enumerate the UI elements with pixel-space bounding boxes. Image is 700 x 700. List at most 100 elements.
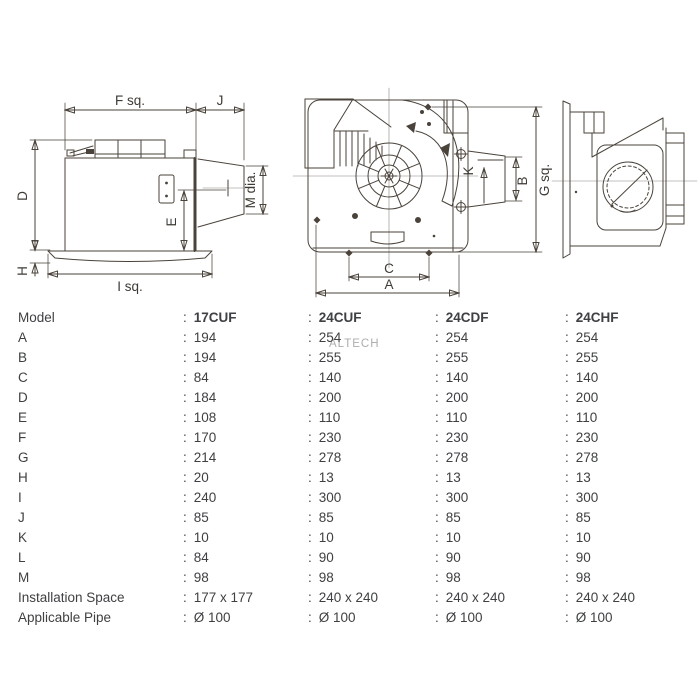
- spec-value: 177 x 177: [193, 590, 254, 605]
- spec-cell: :170: [183, 428, 308, 448]
- spec-cell: :278: [565, 448, 700, 468]
- spec-value: 240 x 240: [575, 590, 636, 605]
- colon: :: [565, 590, 569, 605]
- colon: :: [435, 330, 439, 345]
- colon: :: [565, 350, 569, 365]
- spec-cell: :254: [565, 328, 700, 348]
- colon: :: [565, 490, 569, 505]
- spec-value: 200: [575, 390, 599, 405]
- spec-value: Ø 100: [445, 610, 483, 625]
- spec-value: Ø 100: [318, 610, 356, 625]
- colon: :: [435, 550, 439, 565]
- colon: :: [183, 570, 187, 585]
- colon: :: [308, 310, 312, 325]
- spec-row-l: L :84 :90 :90 :90: [0, 548, 700, 568]
- spec-cell: :98: [308, 568, 435, 588]
- colon: :: [183, 330, 187, 345]
- bottom-view-diagram: K B G sq. C A: [292, 87, 552, 298]
- spec-cell: :13: [565, 468, 700, 488]
- colon: :: [308, 510, 312, 525]
- colon: :: [565, 450, 569, 465]
- spec-value: 10: [318, 530, 334, 545]
- spec-row-label: A: [18, 330, 28, 345]
- spec-row-a: A :194 :254 :254 :254: [0, 328, 700, 348]
- colon: :: [565, 470, 569, 485]
- spec-value: 98: [445, 570, 461, 585]
- spec-value: 24CUF: [318, 310, 362, 325]
- spec-cell: :110: [435, 408, 565, 428]
- colon: :: [565, 390, 569, 405]
- spec-value: 200: [445, 390, 469, 405]
- spec-value: 98: [318, 570, 334, 585]
- spec-value: 90: [445, 550, 461, 565]
- dim-label-b: B: [515, 176, 530, 185]
- spec-value: 300: [445, 490, 469, 505]
- spec-value: 85: [193, 510, 209, 525]
- spec-value: 24CDF: [445, 310, 489, 325]
- spec-value: 84: [193, 370, 209, 385]
- spec-row-label: Model: [18, 310, 55, 325]
- colon: :: [565, 410, 569, 425]
- colon: :: [435, 510, 439, 525]
- spec-cell: :20: [183, 468, 308, 488]
- spec-row-label: B: [18, 350, 28, 365]
- spec-value: 255: [318, 350, 342, 365]
- colon: :: [308, 550, 312, 565]
- spec-cell: :194: [183, 328, 308, 348]
- spec-cell: :278: [435, 448, 565, 468]
- spec-cell: : Ø 100: [435, 608, 565, 628]
- colon: :: [435, 610, 439, 625]
- colon: :: [435, 310, 439, 325]
- colon: :: [565, 330, 569, 345]
- spec-value: 13: [575, 470, 591, 485]
- colon: :: [565, 310, 569, 325]
- spec-cell: :278: [308, 448, 435, 468]
- spec-cell: :200: [308, 388, 435, 408]
- spec-cell: :184: [183, 388, 308, 408]
- colon: :: [308, 450, 312, 465]
- colon: :: [565, 610, 569, 625]
- spec-row-label: C: [18, 370, 28, 385]
- dimension-diagrams: F sq. J: [15, 87, 698, 298]
- spec-value: 110: [445, 410, 468, 425]
- spec-value: 110: [575, 410, 598, 425]
- spec-value: 230: [318, 430, 342, 445]
- colon: :: [435, 410, 439, 425]
- spec-value: 85: [575, 510, 591, 525]
- colon: :: [308, 530, 312, 545]
- colon: :: [565, 510, 569, 525]
- spec-value: 140: [575, 370, 599, 385]
- colon: :: [183, 490, 187, 505]
- spec-value: 230: [445, 430, 469, 445]
- spec-cell: :240 x 240: [308, 588, 435, 608]
- spec-cell: :110: [565, 408, 700, 428]
- spec-cell: :Ø 100: [308, 608, 435, 628]
- spec-cell: :255: [565, 348, 700, 368]
- spec-cell: :85: [183, 508, 308, 528]
- spec-value: 278: [445, 450, 469, 465]
- spec-value: 98: [193, 570, 209, 585]
- spec-value: 240 x 240: [445, 590, 506, 605]
- spec-value: 20: [193, 470, 209, 485]
- dim-label-h: H: [15, 266, 30, 276]
- colon: :: [183, 510, 187, 525]
- spec-cell: :200: [565, 388, 700, 408]
- spec-row-e: E :108 :110 :110 :110: [0, 408, 700, 428]
- spec-cell: :24CUF: [308, 308, 435, 328]
- spec-cell: :90: [308, 548, 435, 568]
- colon: :: [435, 590, 439, 605]
- spec-row-label: Installation Space: [18, 590, 125, 605]
- spec-value: 140: [318, 370, 342, 385]
- colon: :: [435, 370, 439, 385]
- colon: :: [308, 430, 312, 445]
- spec-value: 110: [318, 410, 341, 425]
- spec-value: 278: [575, 450, 599, 465]
- dim-label-a: A: [384, 277, 393, 292]
- colon: :: [308, 490, 312, 505]
- colon: :: [435, 450, 439, 465]
- dim-label-j: J: [217, 93, 224, 108]
- spec-row-label: J: [18, 510, 25, 525]
- colon: :: [565, 530, 569, 545]
- colon: :: [183, 450, 187, 465]
- colon: :: [308, 390, 312, 405]
